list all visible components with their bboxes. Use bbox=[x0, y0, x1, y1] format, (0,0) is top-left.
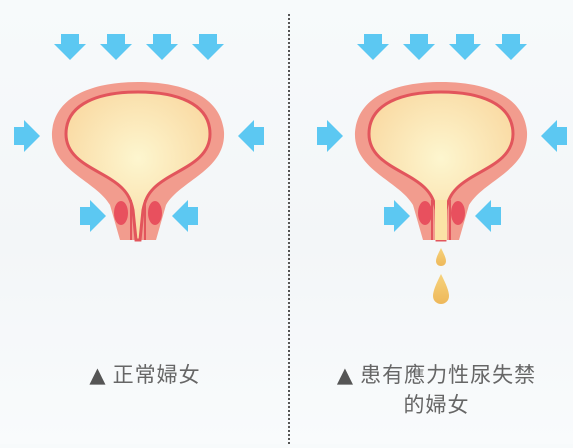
down-arrows-right bbox=[357, 34, 527, 60]
sphincter-right bbox=[451, 201, 465, 225]
right-arrow-icon bbox=[14, 120, 40, 152]
center-divider bbox=[288, 14, 290, 444]
triangle-marker-icon: ▲ bbox=[337, 363, 354, 387]
urine-droplet-icon bbox=[433, 274, 449, 304]
normal-caption: ▲ 正常婦女 bbox=[40, 360, 250, 390]
sphincter-left bbox=[114, 201, 128, 225]
down-arrow-icon bbox=[403, 34, 435, 60]
left-arrow-icon bbox=[541, 120, 567, 152]
left-arrow-icon bbox=[238, 120, 264, 152]
right-arrow-icon bbox=[317, 120, 343, 152]
down-arrow-icon bbox=[449, 34, 481, 60]
down-arrow-icon bbox=[495, 34, 527, 60]
left-arrow-icon bbox=[172, 200, 198, 232]
down-arrows-left bbox=[54, 34, 224, 60]
incontinent-caption-line2: 的婦女 bbox=[300, 390, 573, 420]
incontinent-caption-line1: 患有應力性尿失禁 bbox=[360, 363, 536, 387]
triangle-marker-icon: ▲ bbox=[89, 363, 106, 387]
normal-caption-text: 正常婦女 bbox=[113, 363, 201, 387]
normal-bladder-group bbox=[14, 34, 264, 240]
sphincter-right bbox=[148, 201, 162, 225]
right-arrow-icon bbox=[384, 200, 410, 232]
down-arrow-icon bbox=[54, 34, 86, 60]
down-arrow-icon bbox=[146, 34, 178, 60]
down-arrow-icon bbox=[100, 34, 132, 60]
right-arrow-icon bbox=[80, 200, 106, 232]
incontinent-bladder-group bbox=[317, 34, 567, 304]
urine-droplet-icon bbox=[436, 248, 446, 266]
incontinent-caption: ▲患有應力性尿失禁 的婦女 bbox=[300, 360, 573, 420]
sphincter-left bbox=[418, 201, 432, 225]
left-arrow-icon bbox=[475, 200, 501, 232]
down-arrow-icon bbox=[192, 34, 224, 60]
urethra-urine-flow bbox=[435, 200, 447, 240]
down-arrow-icon bbox=[357, 34, 389, 60]
